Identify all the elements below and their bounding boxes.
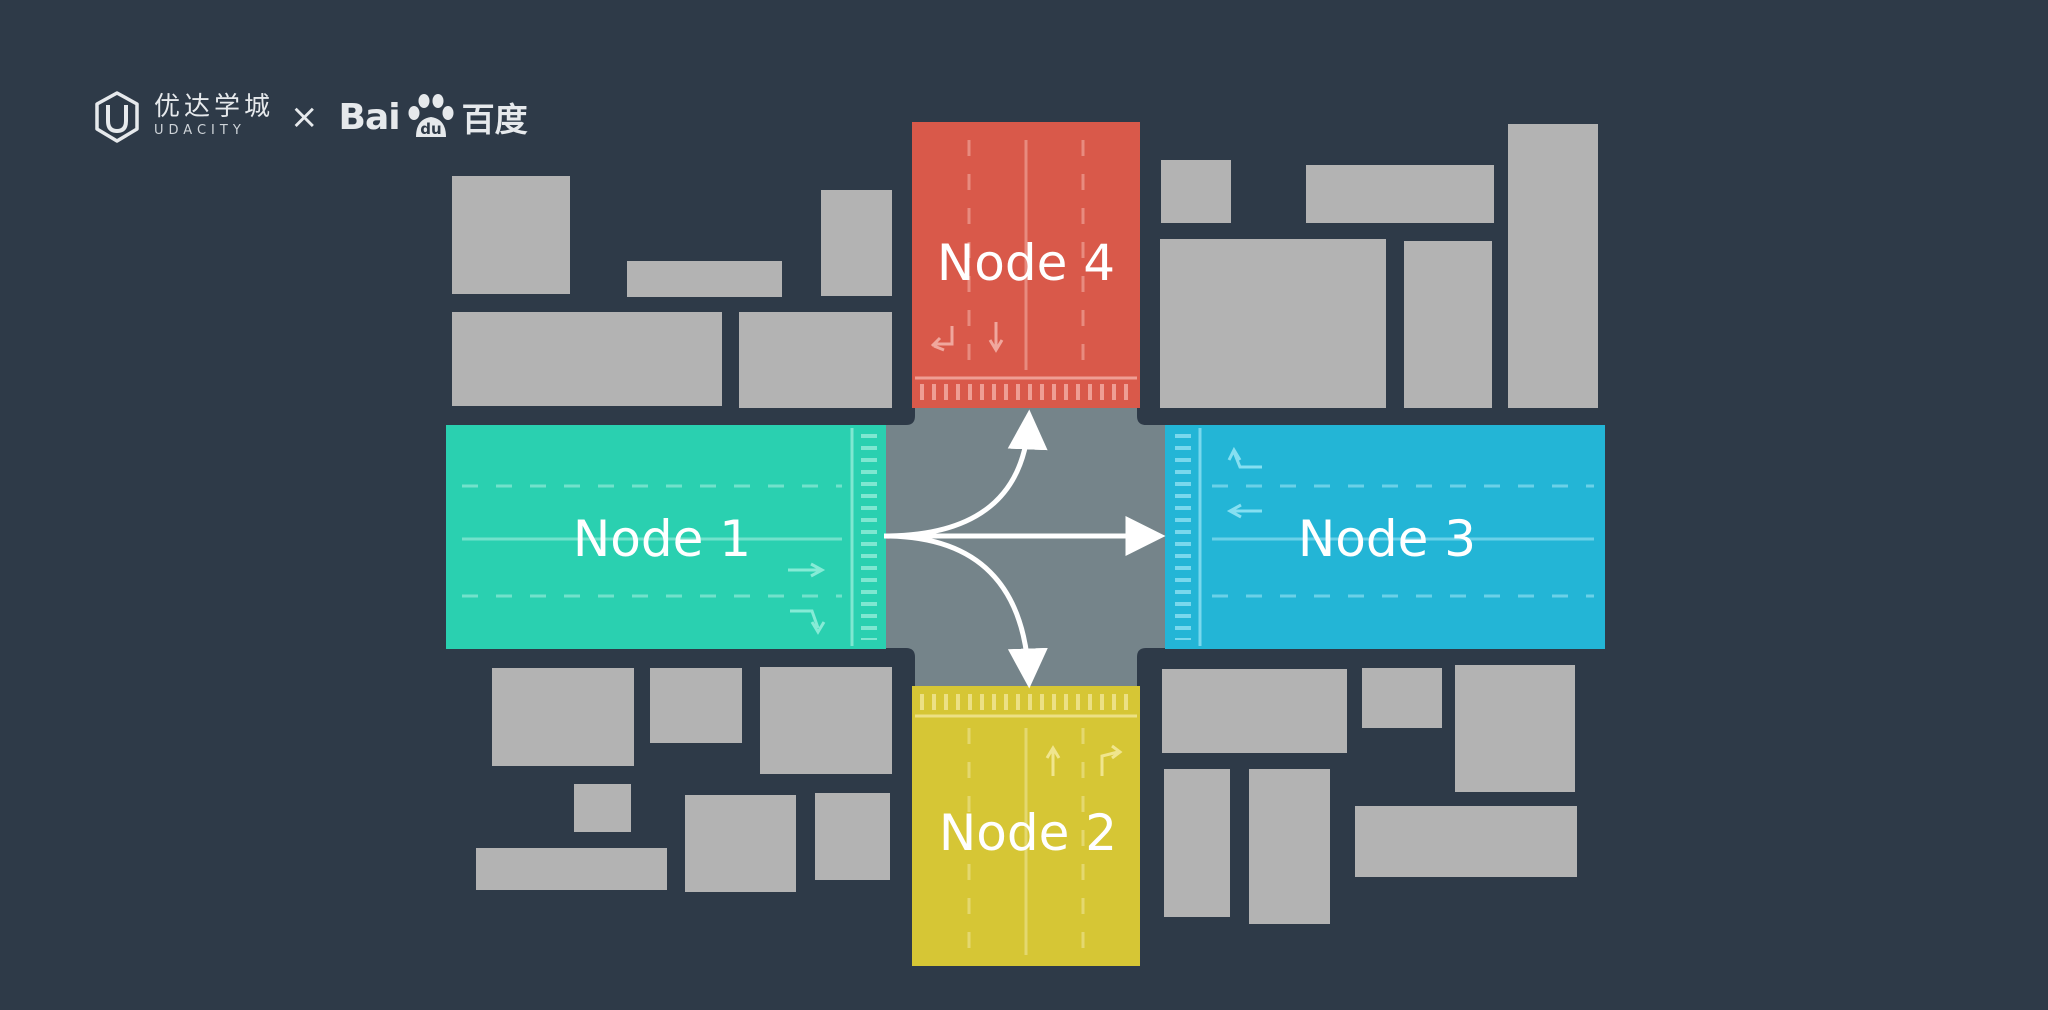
header-logo: 优达学城 UDACITY × Bai du 百度	[94, 82, 528, 152]
building	[1455, 665, 1575, 792]
building	[452, 312, 722, 406]
building	[476, 848, 667, 890]
turn-arrow-icon	[930, 326, 954, 352]
node-3-road: Node 3	[1165, 425, 1605, 649]
building	[760, 667, 892, 774]
udacity-brand-en: UDACITY	[154, 123, 246, 138]
building	[627, 261, 782, 297]
building	[1161, 160, 1231, 223]
baidu-paw-icon: du	[408, 94, 454, 138]
building	[1162, 669, 1347, 753]
building	[1508, 124, 1598, 408]
turn-arrow-icon	[790, 609, 826, 635]
brand-separator: ×	[290, 97, 319, 137]
baidu-brand-cn: 百度	[461, 100, 528, 139]
right-arrow-icon	[788, 562, 826, 578]
building	[685, 795, 796, 892]
building	[1306, 165, 1494, 223]
node-4-label: Node 4	[937, 234, 1115, 292]
node-1-road: Node 1	[446, 425, 886, 649]
udacity-brand-cn: 优达学城	[154, 92, 275, 122]
building	[1249, 769, 1330, 924]
building	[821, 190, 892, 296]
city-blocks	[452, 124, 1598, 924]
udacity-logo-icon	[95, 91, 139, 143]
node-2-label: Node 2	[939, 804, 1117, 862]
building	[1404, 241, 1492, 408]
baidu-wordmark: Bai	[338, 96, 401, 138]
baidu-paw-text: du	[420, 120, 441, 138]
building	[452, 176, 570, 294]
building	[1355, 806, 1577, 877]
down-arrow-icon	[988, 322, 1004, 353]
left-arrow-icon	[1226, 503, 1262, 519]
building	[492, 668, 634, 766]
building	[739, 312, 892, 408]
node-2-road: Node 2	[912, 686, 1140, 966]
building	[1160, 239, 1386, 408]
node-3-label: Node 3	[1298, 510, 1476, 568]
intersection-center	[884, 406, 1165, 688]
building	[1164, 769, 1230, 917]
building	[815, 793, 890, 880]
building	[1362, 668, 1442, 728]
arrow-to-node-2	[883, 533, 1048, 689]
building	[574, 784, 631, 832]
node-4-road: Node 4	[912, 122, 1140, 408]
building	[650, 668, 742, 743]
node-1-label: Node 1	[573, 510, 751, 568]
arrow-to-node-4	[883, 409, 1048, 539]
up-arrow-icon	[1045, 745, 1061, 776]
turn-arrow-icon	[1100, 744, 1123, 776]
route-arrows	[883, 409, 1166, 689]
turn-arrow-icon	[1227, 446, 1262, 469]
